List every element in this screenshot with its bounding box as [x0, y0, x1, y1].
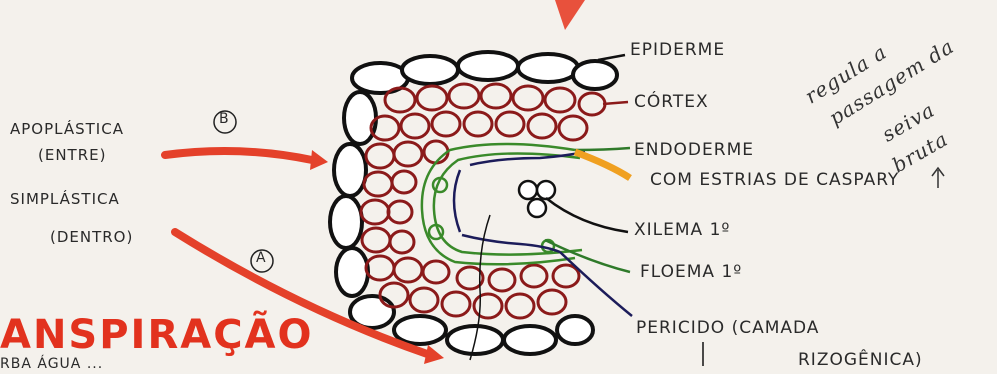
label-periciclo-1: PERICIDO (CAMADA [636, 318, 819, 338]
label-cortex: CÓRTEX [634, 92, 709, 112]
label-epiderme: EPIDERME [630, 40, 725, 60]
label-apoplastica-1: APOPLÁSTICA [10, 120, 124, 138]
label-apoplastica-2: (ENTRE) [38, 146, 106, 164]
label-periciclo-2: RIZOGÊNICA) [798, 350, 923, 370]
top-red-marker [555, 0, 585, 30]
bottom-partial-text: RBA ÁGUA ... [0, 356, 103, 372]
symplastic-arrowhead [424, 345, 444, 364]
cortex-cells [361, 84, 605, 318]
label-floema: FLOEMA 1º [640, 262, 742, 282]
label-endoderme-2: COM ESTRIAS DE CASPARY [650, 170, 899, 190]
apoplastic-arrowhead [310, 150, 328, 170]
label-simplastica-1: SIMPLÁSTICA [10, 190, 120, 208]
title-partial: ANSPIRAÇÃO [0, 312, 314, 358]
pericycle-cells [454, 152, 585, 252]
note-up-arrow [932, 168, 944, 188]
label-marker-a: A [256, 250, 267, 266]
label-simplastica-2: (DENTRO) [50, 228, 133, 246]
label-endoderme-1: ENDODERME [634, 140, 754, 160]
xylem-cells [519, 181, 555, 217]
apoplastic-arrow [165, 151, 312, 160]
label-marker-b: B [219, 111, 230, 127]
label-xilema: XILEMA 1º [634, 220, 730, 240]
